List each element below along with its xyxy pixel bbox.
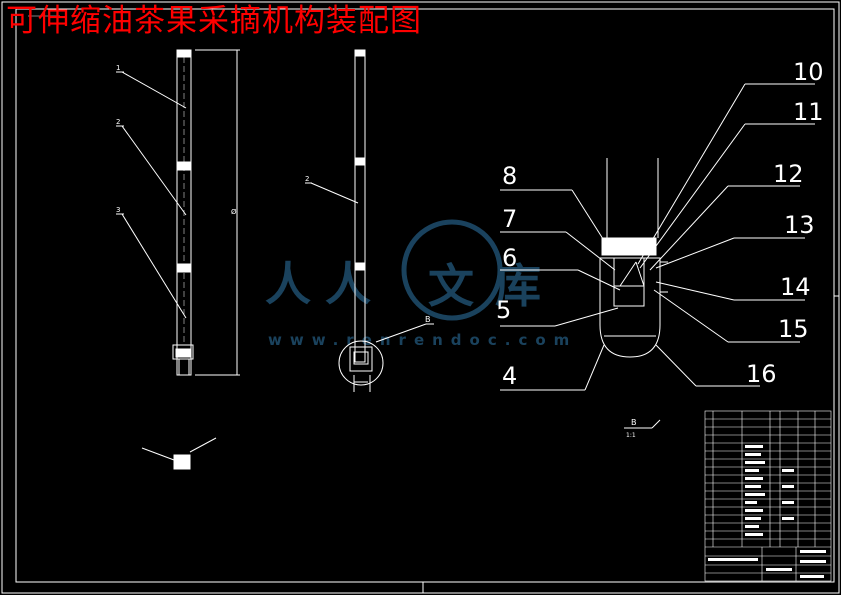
callout-8: 8 bbox=[502, 162, 517, 190]
callout-numbers: 10 11 8 12 7 13 6 14 5 15 4 16 bbox=[496, 58, 824, 390]
picking-head-detail bbox=[599, 158, 668, 358]
front-label-1: 1 bbox=[116, 64, 120, 72]
front-label-2: 2 bbox=[116, 118, 120, 126]
detail-b-circle bbox=[338, 340, 384, 386]
sheet-inner-frame bbox=[15, 8, 835, 583]
side-label-2: 2 bbox=[305, 175, 309, 183]
svg-text:Ø: Ø bbox=[231, 208, 237, 216]
side-view: 2 B bbox=[305, 49, 434, 392]
front-view: Ø 1 2 3 bbox=[116, 49, 240, 376]
title-block bbox=[704, 410, 832, 582]
watermark-char-1: 人 bbox=[265, 257, 311, 311]
callout-6: 6 bbox=[502, 244, 517, 272]
callout-7: 7 bbox=[502, 205, 517, 233]
callout-leaders bbox=[500, 83, 815, 391]
watermark-url: www.renrendoc.com bbox=[268, 331, 577, 349]
svg-text:1:1: 1:1 bbox=[626, 432, 636, 439]
callout-13: 13 bbox=[784, 211, 815, 239]
callout-12: 12 bbox=[773, 160, 804, 188]
detail-label: B bbox=[631, 418, 637, 427]
callout-15: 15 bbox=[778, 315, 809, 343]
small-part-sketch bbox=[141, 437, 217, 470]
callout-14: 14 bbox=[780, 273, 811, 301]
callout-5: 5 bbox=[496, 296, 511, 324]
detail-b-scale: B 1:1 bbox=[624, 418, 661, 439]
callout-4: 4 bbox=[502, 362, 517, 390]
front-label-3: 3 bbox=[116, 206, 120, 214]
watermark: 人 人 文 库 www.renrendoc.com bbox=[265, 219, 577, 349]
side-label-b: B bbox=[425, 315, 431, 324]
callout-10: 10 bbox=[793, 58, 824, 86]
callout-11: 11 bbox=[793, 98, 824, 126]
watermark-char-3: 文 bbox=[428, 259, 474, 313]
watermark-char-4: 库 bbox=[495, 259, 541, 313]
drawing-title: 可伸缩油茶果采摘机构装配图 bbox=[6, 3, 422, 39]
callout-16: 16 bbox=[746, 360, 777, 388]
